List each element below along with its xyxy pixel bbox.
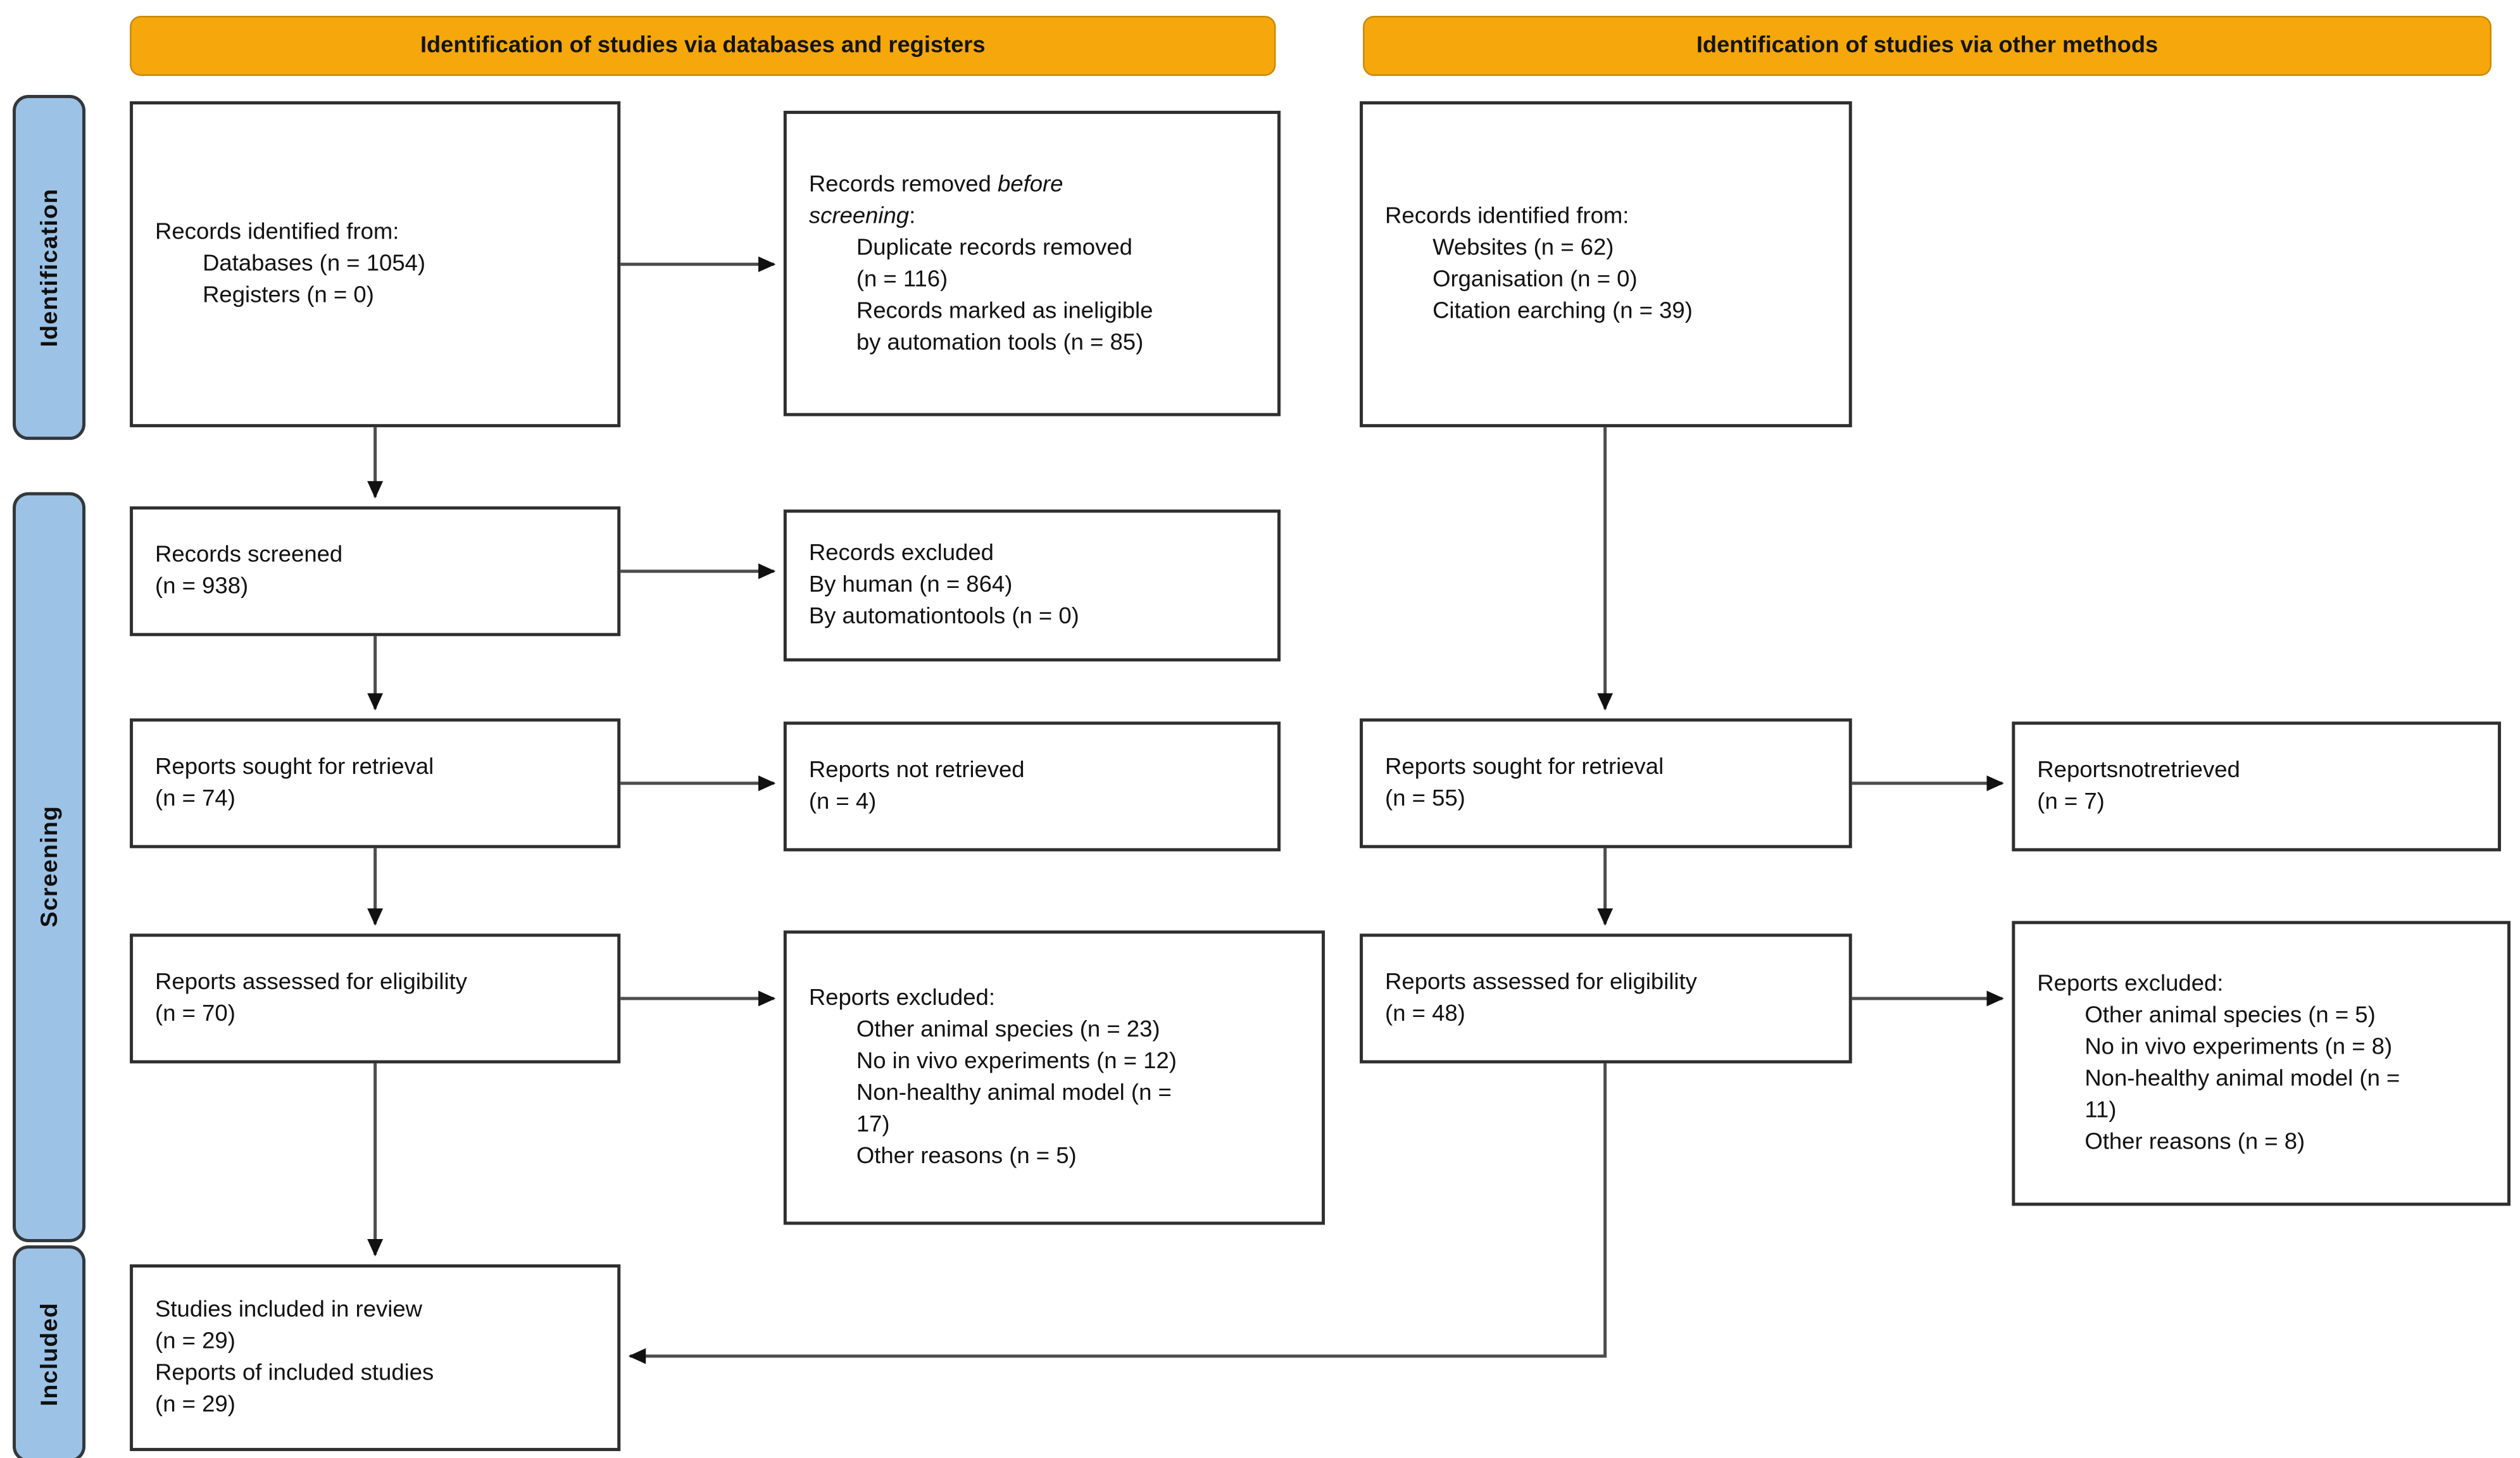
box-line: Other animal species (n = 5) bbox=[2084, 1003, 2376, 1029]
box-line: Citation earching (n = 39) bbox=[1432, 299, 1693, 325]
box-records-screened: Records screened (n = 938) bbox=[130, 506, 621, 637]
box-line: Reports sought for retrieval bbox=[1385, 754, 1664, 780]
box-line: Records screened bbox=[155, 542, 343, 568]
box-reports-excluded-databases: Reports excluded: Other animal species (n… bbox=[783, 930, 1326, 1225]
box-line: by automation tools (n = 85) bbox=[856, 330, 1144, 356]
box-line: No in vivo experiments (n = 8) bbox=[2084, 1035, 2393, 1061]
box-line: Reports excluded: bbox=[2037, 971, 2224, 997]
box-line: Organisation (n = 0) bbox=[1432, 267, 1638, 293]
box-line: No in vivo experiments (n = 12) bbox=[856, 1049, 1177, 1075]
box-line: Non-healthy animal model (n = bbox=[2084, 1066, 2400, 1092]
box-reports-sought-other: Reports sought for retrieval (n = 55) bbox=[1360, 718, 1852, 849]
box-line: Records removed before bbox=[808, 171, 1063, 197]
box-line: (n = 55) bbox=[1385, 786, 1465, 812]
box-reports-assessed-other: Reports assessed for eligibility (n = 48) bbox=[1360, 933, 1852, 1064]
box-line: Reports assessed for eligibility bbox=[1385, 969, 1697, 995]
box-line: Other reasons (n = 8) bbox=[2084, 1130, 2305, 1156]
box-line: Reports sought for retrieval bbox=[155, 754, 434, 780]
phase-label-included: Included bbox=[35, 1302, 63, 1406]
box-line: (n = 48) bbox=[1385, 1001, 1465, 1027]
box-line: Websites (n = 62) bbox=[1432, 235, 1614, 261]
box-line: Records excluded bbox=[808, 541, 994, 567]
box-line: (n = 4) bbox=[808, 789, 877, 815]
box-reports-not-retrieved-databases: Reports not retrieved (n = 4) bbox=[783, 721, 1281, 852]
box-reports-assessed-databases: Reports assessed for eligibility (n = 70) bbox=[130, 933, 621, 1064]
box-reports-excluded-other: Reports excluded: Other animal species (n… bbox=[2012, 921, 2511, 1206]
box-records-removed-before-screening: Records removed before screening: Duplicat… bbox=[783, 111, 1281, 416]
box-line: Databases (n = 1054) bbox=[203, 251, 426, 277]
box-reports-not-retrieved-other: Reportsnotretrieved (n = 7) bbox=[2012, 721, 2501, 852]
banner-other-methods: Identification of studies via other meth… bbox=[1363, 16, 2492, 77]
box-records-identified-databases: Records identified from: Databases (n = 1… bbox=[130, 101, 621, 428]
box-line: Reports assessed for eligibility bbox=[155, 969, 467, 995]
box-line: (n = 74) bbox=[155, 786, 235, 812]
banner-databases-registers: Identification of studies via databases … bbox=[130, 16, 1276, 77]
box-line: Registers (n = 0) bbox=[203, 283, 374, 309]
box-line: (n = 116) bbox=[856, 266, 948, 292]
box-line: Studies included in review bbox=[155, 1297, 423, 1323]
box-records-excluded: Records excluded By human (n = 864) By aut… bbox=[783, 509, 1281, 662]
box-line: 11) bbox=[2084, 1098, 2117, 1124]
box-line: screening: bbox=[808, 203, 916, 229]
box-line: (n = 70) bbox=[155, 1001, 235, 1027]
phase-tab-included: Included bbox=[13, 1245, 86, 1458]
phase-label-screening: Screening bbox=[35, 806, 63, 928]
box-line: (n = 7) bbox=[2037, 789, 2105, 815]
box-line: By automationtools (n = 0) bbox=[808, 604, 1079, 630]
box-line: By human (n = 864) bbox=[808, 573, 1013, 599]
box-line: Records marked as ineligible bbox=[856, 298, 1153, 324]
box-line: Reportsnotretrieved bbox=[2037, 757, 2240, 783]
box-line: Reports not retrieved bbox=[808, 757, 1025, 783]
phase-tab-identification: Identification bbox=[13, 95, 86, 440]
box-line: (n = 29) bbox=[155, 1392, 235, 1418]
box-studies-included: Studies included in review (n = 29) Report… bbox=[130, 1264, 621, 1452]
phase-tab-screening: Screening bbox=[13, 492, 86, 1242]
box-line: Duplicate records removed bbox=[856, 235, 1132, 261]
box-line: (n = 938) bbox=[155, 574, 249, 600]
box-line: 17) bbox=[856, 1112, 890, 1138]
box-line: Reports excluded: bbox=[808, 985, 995, 1011]
phase-label-identification: Identification bbox=[35, 188, 63, 347]
box-line: Records identified from: bbox=[155, 220, 399, 246]
box-records-identified-other: Records identified from: Websites (n = 62… bbox=[1360, 101, 1852, 428]
box-line: Other reasons (n = 5) bbox=[856, 1143, 1077, 1169]
box-reports-sought-databases: Reports sought for retrieval (n = 74) bbox=[130, 718, 621, 849]
box-line: Records identified from: bbox=[1385, 204, 1629, 230]
box-line: Reports of included studies bbox=[155, 1361, 434, 1386]
box-line: (n = 29) bbox=[155, 1329, 235, 1355]
box-line: Non-healthy animal model (n = bbox=[856, 1080, 1172, 1106]
box-line: Other animal species (n = 23) bbox=[856, 1017, 1160, 1043]
